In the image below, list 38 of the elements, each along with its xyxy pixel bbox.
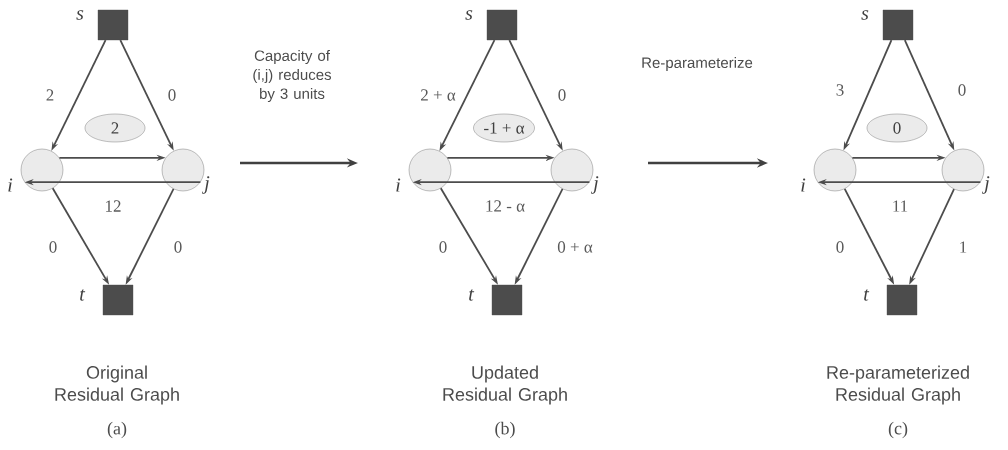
terminal-square: s xyxy=(76,9,129,41)
node-label: s xyxy=(861,10,869,20)
panel-caption: Re-parameterized Residual Graph xyxy=(827,365,969,405)
terminal-square: t xyxy=(469,284,523,316)
edge-label: 0 xyxy=(958,84,966,96)
panel-tag: (b) xyxy=(495,421,515,439)
panel-caption: Original Residual Graph xyxy=(55,365,179,405)
edge-label: 1 xyxy=(960,241,967,253)
edge-label: 0 xyxy=(439,241,447,253)
edge-label: 12 - α xyxy=(486,200,525,212)
edge-label: 11 xyxy=(893,200,908,212)
edge-label: 3 xyxy=(836,84,844,96)
edge-label: 0 + α xyxy=(557,241,593,253)
edge-label: 12 xyxy=(106,200,121,212)
node-label: t xyxy=(80,289,86,301)
edge-label: 0 xyxy=(49,241,57,253)
node-label: i xyxy=(396,178,401,192)
panel-caption: Updated Residual Graph xyxy=(443,365,567,405)
node-label: s xyxy=(465,10,473,20)
edge-label: 0 xyxy=(168,89,176,101)
terminal-square: t xyxy=(864,284,918,316)
node-label: s xyxy=(76,10,84,20)
edge-label: 0 xyxy=(836,241,844,253)
node-label: i xyxy=(801,178,806,192)
terminal-square: s xyxy=(861,9,914,41)
node-label: i xyxy=(8,178,13,192)
panel-tag: (c) xyxy=(888,421,908,439)
node-label: t xyxy=(469,289,475,301)
node-label: t xyxy=(864,289,870,301)
terminal-square: t xyxy=(80,284,134,316)
edge-label: 0 xyxy=(558,89,566,101)
edge-label: 2 + α xyxy=(421,89,456,101)
annotation-text: Re-parameterize xyxy=(642,57,753,71)
panel-tag: (a) xyxy=(107,421,127,439)
terminal-square: s xyxy=(465,9,518,41)
annotation-text: Capacity of (i,j) reduces by 3 units xyxy=(253,50,332,102)
edge-label: 0 xyxy=(174,241,182,253)
edge-label: 2 xyxy=(46,89,54,101)
